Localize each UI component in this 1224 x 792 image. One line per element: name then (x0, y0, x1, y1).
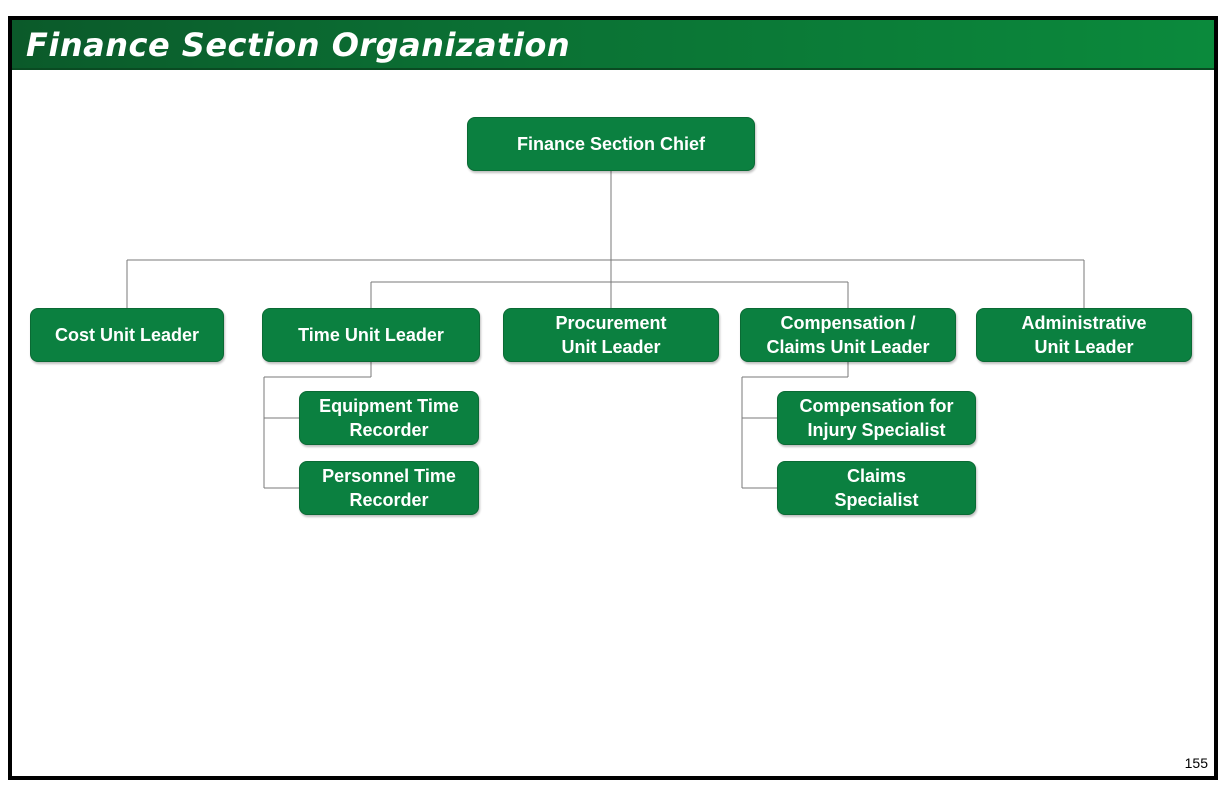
slide-title: Finance Section Organization (26, 26, 571, 64)
node-label: Administrative (1021, 313, 1147, 333)
equipment-time-recorder-box: Equipment Time Recorder (299, 391, 479, 445)
node-label-line2: Specialist (834, 490, 919, 510)
slide-header: Finance Section Organization (12, 20, 1214, 70)
node-label: Claims (846, 466, 906, 486)
finance-section-chief-box: Finance Section Chief (467, 117, 755, 171)
procurement-unit-leader-box: Procurement Unit Leader (503, 308, 719, 362)
administrative-unit-leader-box: Administrative Unit Leader (976, 308, 1192, 362)
page-number: 155 (1184, 755, 1208, 771)
node-label-line2: Recorder (349, 420, 429, 440)
node-label-line2: Recorder (349, 490, 429, 510)
node-label-line2: Injury Specialist (807, 420, 946, 440)
node-label: Time Unit Leader (298, 325, 444, 345)
node-label: Equipment Time (319, 396, 459, 416)
node-label: Compensation for (799, 396, 954, 416)
node-label: Personnel Time (322, 466, 456, 486)
compensation-injury-specialist-box: Compensation for Injury Specialist (777, 391, 976, 445)
node-label: Procurement (555, 313, 667, 333)
compensation-claims-unit-leader-box: Compensation / Claims Unit Leader (740, 308, 956, 362)
cost-unit-leader-box: Cost Unit Leader (30, 308, 224, 362)
claims-specialist-box: Claims Specialist (777, 461, 976, 515)
node-label-line2: Unit Leader (1034, 337, 1134, 357)
node-label-line2: Claims Unit Leader (766, 337, 930, 357)
node-label-line2: Unit Leader (561, 337, 661, 357)
time-unit-leader-box: Time Unit Leader (262, 308, 480, 362)
node-label: Finance Section Chief (516, 134, 706, 154)
node-label: Compensation / (780, 313, 916, 333)
personnel-time-recorder-box: Personnel Time Recorder (299, 461, 479, 515)
node-label: Cost Unit Leader (54, 325, 200, 345)
